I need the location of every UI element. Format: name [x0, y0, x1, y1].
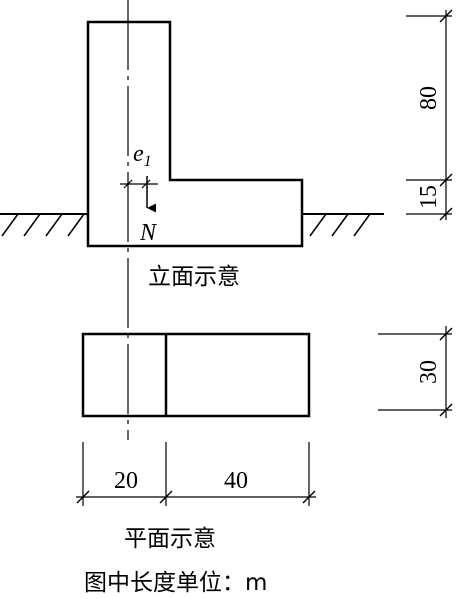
- unit-note: 图中长度单位：m: [84, 570, 267, 596]
- plan-caption: 平面示意: [124, 526, 216, 552]
- ground-hatch: [1, 213, 371, 237]
- dim-label-40: 40: [224, 468, 248, 494]
- label-N: N: [139, 220, 158, 246]
- plan-bottom-dimension: [76, 442, 316, 506]
- plan-view: 30 20 40 平面示意: [76, 326, 453, 552]
- l-shaped-body: [86, 20, 304, 248]
- ground-line: [0, 213, 384, 237]
- label-e1: e1: [133, 141, 152, 170]
- elevation-dimension: [406, 9, 453, 221]
- dim-label-15: 15: [416, 185, 442, 209]
- plan-side-dimension: [378, 326, 453, 418]
- elevation-caption: 立面示意: [148, 264, 240, 290]
- plan-outline: [81, 332, 311, 418]
- dim-label-20: 20: [114, 468, 138, 494]
- dim-label-80: 80: [416, 86, 442, 110]
- elevation-view: e1 N 立面示意 80 15: [0, 0, 453, 440]
- eccentricity-marker: [120, 179, 158, 189]
- dim-label-30: 30: [416, 360, 442, 384]
